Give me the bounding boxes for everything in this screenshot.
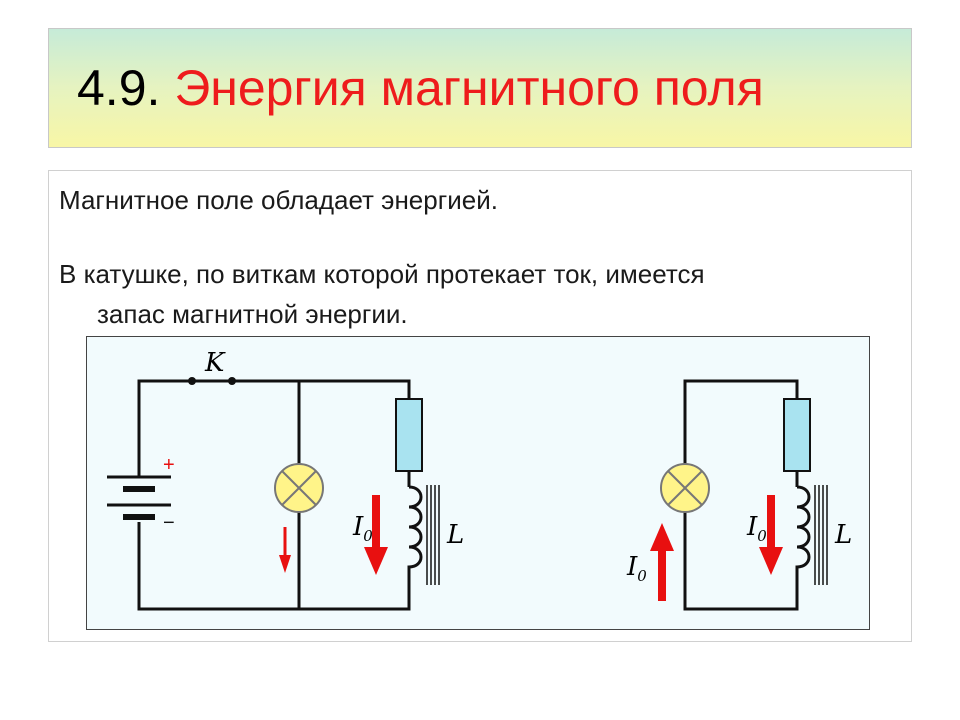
circuit-svg: K + − xyxy=(107,348,852,611)
coil-core-left xyxy=(426,485,440,585)
battery xyxy=(107,475,171,520)
wire-right-bottom xyxy=(683,509,799,611)
minus-sign: − xyxy=(163,512,175,534)
switch-terminal-left xyxy=(188,377,196,385)
current-arrow-right-lamp xyxy=(650,523,674,601)
resistor-left xyxy=(395,398,423,472)
lamp-left xyxy=(274,463,324,513)
lamp-current-arrow xyxy=(279,527,291,573)
paragraph-coil-line2: запас магнитной энергии. xyxy=(97,299,408,329)
section-number: 4.9. xyxy=(77,60,161,116)
current-arrow-left xyxy=(364,495,388,575)
current-label-right-coil: I0 xyxy=(746,512,767,545)
coil-core-right xyxy=(814,485,828,585)
paragraph-energy: Магнитное поле обладает энергией. xyxy=(59,185,498,215)
title-text: Энергия магнитного поля xyxy=(174,60,764,116)
wire-bottom xyxy=(137,522,411,611)
inductance-label-right: L xyxy=(834,520,852,550)
wire-left-top xyxy=(137,379,192,477)
switch-label: K xyxy=(204,348,226,378)
wire-top-right xyxy=(232,379,411,399)
title-banner: 4.9. Энергия магнитного поля xyxy=(48,28,912,148)
switch-terminal-right xyxy=(228,377,236,385)
slide-title: 4.9. Энергия магнитного поля xyxy=(77,63,764,113)
paragraph-coil-line1: В катушке, по виткам которой протекает т… xyxy=(59,259,705,289)
circuit-diagram: K + − xyxy=(86,336,870,630)
resistor-right xyxy=(783,398,811,472)
current-label-left: I0 xyxy=(352,512,373,545)
current-label-right-lamp: I0 xyxy=(626,552,647,585)
plus-sign: + xyxy=(163,454,175,476)
lamp-right xyxy=(660,463,710,513)
current-arrow-right-coil xyxy=(759,495,783,575)
coil-right xyxy=(795,485,811,585)
left-circuit xyxy=(137,379,411,611)
inductance-label-left: L xyxy=(446,520,464,550)
right-circuit xyxy=(683,379,799,611)
coil-left xyxy=(407,485,423,585)
wire-right-top xyxy=(683,379,799,467)
